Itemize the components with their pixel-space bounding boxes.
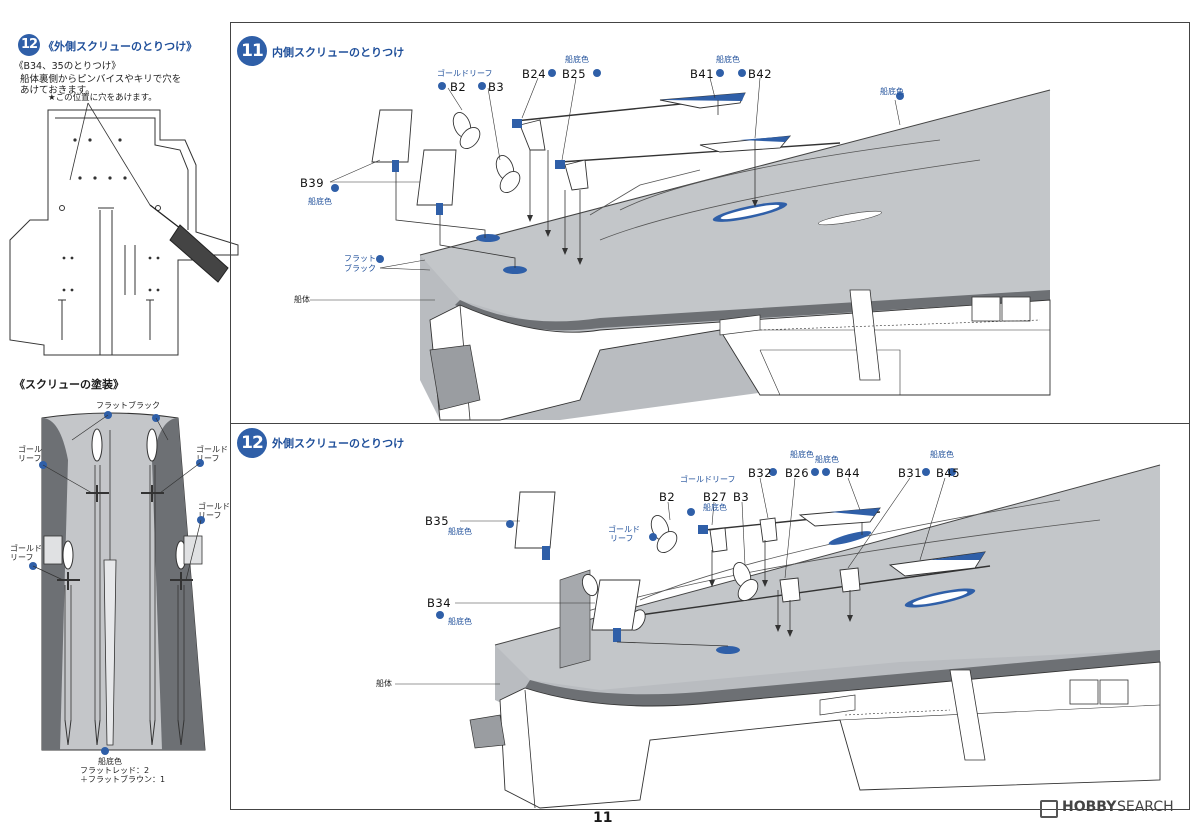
- paint-hull-color-label: 船底色: [98, 757, 122, 766]
- paint-section-title: 《スクリューの塗装》: [14, 378, 124, 391]
- paint-gold-left2-2: リーフ: [10, 553, 34, 562]
- s12-hull-label: 船体: [376, 679, 392, 688]
- hole-leader-line: [87, 102, 151, 206]
- s11-hull-color-3: 船底色: [880, 87, 904, 96]
- s12-part-b2: B2: [659, 490, 676, 504]
- step11-title: 内側スクリューのとりつけ: [272, 46, 405, 59]
- left-step12-sub1: 《B34、35のとりつけ》: [14, 61, 121, 72]
- s12-part-b31: B31: [898, 466, 923, 480]
- step11-paint-markers: [331, 69, 904, 263]
- s11-hull-color-2: 船底色: [716, 55, 740, 64]
- s12-hull-color-3: 船底色: [930, 450, 954, 459]
- left-step12-sub2: 船体裏側からピンバイスやキリで穴を: [20, 74, 182, 85]
- paint-gold-right2-1: ゴールド: [198, 502, 230, 511]
- s12-gold-leaf-l2: リーフ: [610, 534, 634, 543]
- paint-gold-left-1: ゴールド: [18, 445, 50, 454]
- s11-hull-color-1: 船底色: [565, 55, 589, 64]
- s12-part-b32: B32: [748, 466, 773, 480]
- pin-vise-drill: [149, 204, 229, 283]
- s12-gold-leaf-label: ゴールドリーフ: [680, 475, 736, 484]
- left-step12-sub3: あけておきます。: [20, 85, 95, 96]
- s12-part-b45: B45: [936, 466, 961, 480]
- s12-hull-color-2: 船底色: [815, 455, 839, 464]
- s11-part-b3: B3: [488, 80, 505, 94]
- paint-gold-right-2: リーフ: [196, 454, 220, 463]
- hole-leader-line-2: [69, 102, 89, 181]
- hull-underside-dots: [59, 138, 161, 292]
- s11-part-b2: B2: [450, 80, 467, 94]
- step12-hull: [395, 464, 1161, 809]
- s11-part-b25: B25: [562, 67, 587, 81]
- paint-gold-left2-1: ゴールド: [10, 544, 42, 553]
- s11-part-b24: B24: [522, 67, 547, 81]
- hole-position-note: ★この位置に穴をあけます。: [48, 93, 157, 103]
- s12-part-b34: B34: [427, 596, 452, 610]
- paint-gold-left-2: リーフ: [18, 454, 42, 463]
- s11-part-b42: B42: [748, 67, 773, 81]
- paint-mix-line2: ＋フラットブラウン：1: [80, 775, 166, 784]
- brand-search: SEARCH: [1117, 799, 1174, 815]
- s12-part-b26: B26: [785, 466, 810, 480]
- paint-mix-line1: フラットレッド：2: [80, 766, 150, 775]
- paint-leader-lines: [32, 414, 202, 581]
- s12-part-b35: B35: [425, 514, 450, 528]
- paint-gold-right-1: ゴールド: [196, 445, 228, 454]
- stern-painting-view: [41, 412, 206, 751]
- s11-part-b39: B39: [300, 176, 325, 190]
- main-frame: [230, 22, 1190, 810]
- paint-gold-right2-2: リーフ: [198, 511, 222, 520]
- page-number: 11: [593, 810, 613, 826]
- s12-part-b44: B44: [836, 466, 861, 480]
- frame-divider: [230, 423, 1189, 424]
- s12-hull-color-b34: 船底色: [448, 617, 472, 626]
- step12-number-badge-main: 12: [237, 428, 267, 458]
- s12-part-b3: B3: [733, 490, 750, 504]
- left-step12-title: 《外側スクリューのとりつけ》: [43, 40, 198, 53]
- s12-hull-color-b35: 船底色: [448, 527, 472, 536]
- step12-number-badge: 12: [18, 34, 40, 56]
- paint-flat-black-label: フラットブラック: [96, 401, 160, 410]
- step12-title: 外側スクリューのとりつけ: [272, 437, 405, 450]
- s11-flat-black-1: フラット: [344, 254, 376, 263]
- s11-part-b41: B41: [690, 67, 715, 81]
- brand-hobby: HOBBY: [1062, 799, 1117, 815]
- step11-number-badge: 11: [237, 36, 267, 66]
- hobbysearch-logo-icon: [1040, 800, 1058, 818]
- s12-hull-color-b27: 船底色: [703, 503, 727, 512]
- s11-flat-black-2: ブラック: [344, 264, 376, 273]
- s11-hull-color-4: 船底色: [308, 197, 332, 206]
- s12-gold-leaf-l1: ゴールド: [608, 525, 640, 534]
- step11-hull: [310, 69, 1051, 421]
- step12-paint-markers: [436, 468, 956, 619]
- s11-hull-label: 船体: [294, 295, 310, 304]
- s12-hull-color-1: 船底色: [790, 450, 814, 459]
- s11-gold-leaf-label: ゴールドリーフ: [437, 69, 493, 78]
- s12-part-b27: B27: [703, 490, 728, 504]
